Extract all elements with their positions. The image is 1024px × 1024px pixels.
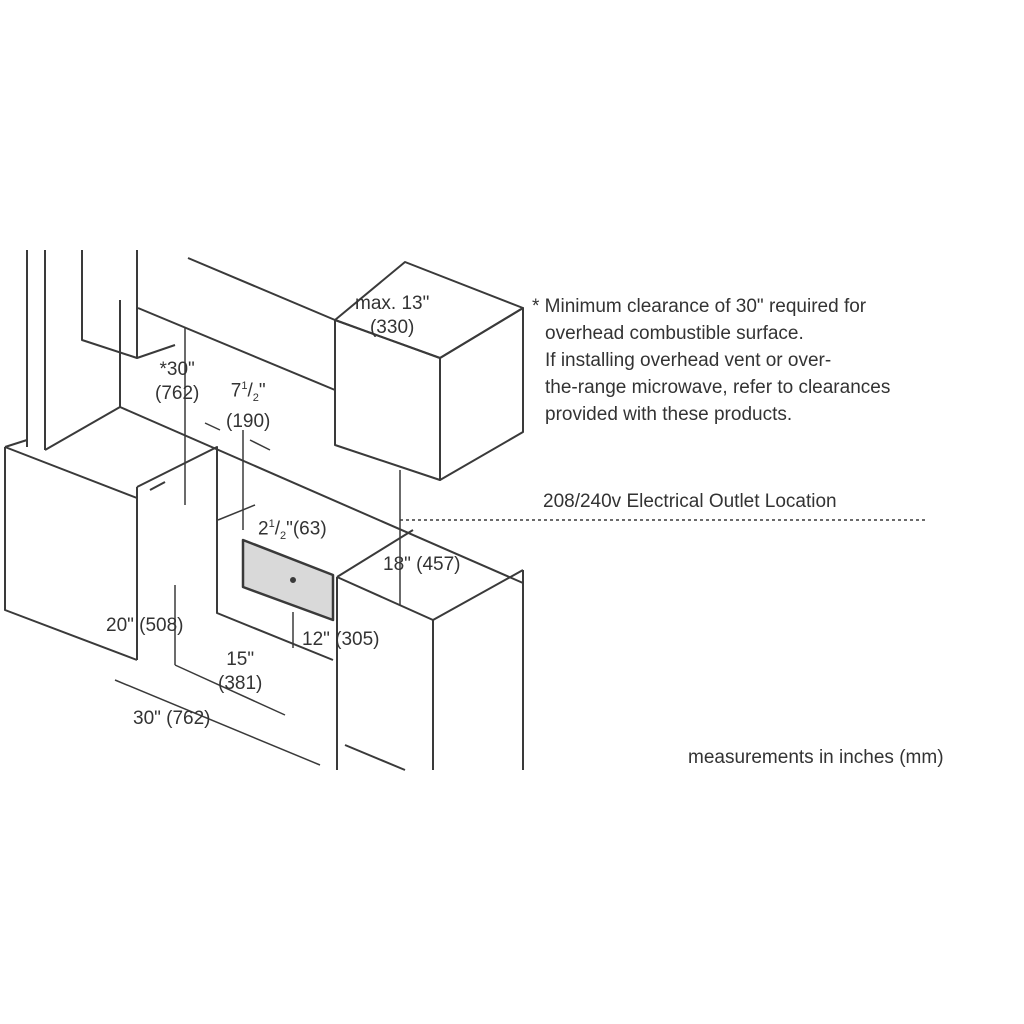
- outlet-location-label: 208/240v Electrical Outlet Location: [543, 491, 837, 512]
- clearance-dimension: *30" (762): [155, 358, 199, 406]
- hood-depth-inches: max. 13": [355, 293, 430, 314]
- clearance-inches: *30": [159, 359, 195, 380]
- note-line: the-range microwave, refer to clearances: [545, 377, 891, 398]
- outlet-center-dot: [290, 577, 296, 583]
- right-cabinet: [336, 529, 524, 771]
- offset-dimension: 71/2" (190): [226, 380, 271, 433]
- outlet-offset-num: 1: [268, 518, 275, 530]
- outlet-offset-den: 2: [279, 530, 287, 543]
- outlet-width-mm: (381): [218, 673, 263, 694]
- outlet-width-inches: 15": [226, 649, 255, 670]
- dimension-lines: [114, 328, 925, 766]
- upper-wall-cabinets: [26, 250, 524, 584]
- counter-height-dimension: 20" (508): [106, 615, 184, 636]
- offset-whole: 7: [230, 380, 242, 402]
- clearance-note: * Minimum clearance of 30" required for …: [532, 293, 890, 428]
- hood-box: [334, 261, 524, 481]
- note-line: * Minimum clearance of 30" required for: [532, 296, 867, 317]
- outlet-width-dimension: 15" (381): [218, 648, 262, 696]
- note-line: provided with these products.: [545, 404, 793, 425]
- outlet-offset-dimension: 21/2"(63): [258, 518, 327, 543]
- offset-num: 1: [241, 380, 248, 392]
- clearance-mm: (762): [155, 383, 200, 404]
- outlet-height-above-dimension: 18" (457): [383, 554, 461, 575]
- electrical-outlet-box: [241, 538, 335, 622]
- range-width-dimension: 30" (762): [133, 708, 211, 729]
- units-note: measurements in inches (mm): [688, 747, 944, 768]
- outlet-height-dimension: 12" (305): [302, 629, 380, 650]
- offset-mm: (190): [226, 411, 271, 433]
- note-line: overhead combustible surface.: [545, 323, 804, 344]
- hood-depth-dimension: max. 13" (330): [355, 292, 429, 340]
- note-line: If installing overhead vent or over-: [545, 350, 832, 371]
- offset-den: 2: [252, 392, 259, 405]
- left-cabinet: [4, 439, 334, 661]
- hood-depth-mm: (330): [369, 317, 415, 338]
- outlet-offset-whole: 2: [258, 518, 269, 540]
- outlet-offset-mm: (63): [292, 518, 327, 540]
